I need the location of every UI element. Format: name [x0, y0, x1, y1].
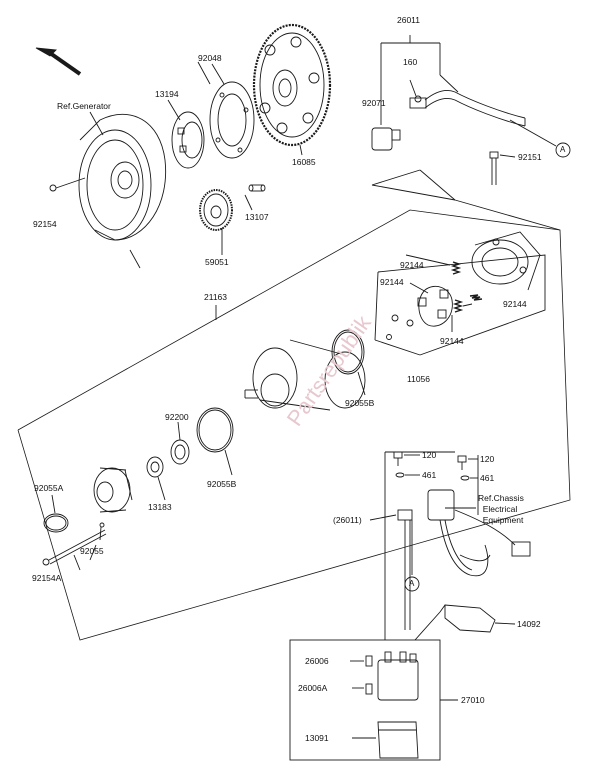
bolt-120-left [393, 451, 403, 466]
label-92151: 92151 [518, 152, 542, 162]
washer-461-right [460, 475, 470, 481]
label-92154a: 92154A [32, 573, 62, 583]
front-cover [93, 467, 133, 513]
label-92055b-top: 92055B [345, 398, 375, 408]
label-92154: 92154 [33, 219, 57, 229]
label-92055b-low: 92055B [207, 479, 237, 489]
cable-nut [414, 95, 422, 103]
label-11056: 11056 [407, 374, 431, 384]
label-26011: 26011 [397, 15, 421, 25]
brush-plate [386, 286, 453, 340]
idle-gear [199, 189, 233, 231]
label-120-right: 120 [480, 454, 495, 464]
clutch-ring [209, 81, 255, 159]
o-ring-92055a [43, 513, 69, 533]
starter-gear [252, 23, 332, 147]
label-92144-a: 92144 [400, 260, 424, 270]
fuse-26006a [365, 683, 373, 695]
label-27010: 27010 [461, 695, 485, 705]
generator-rotor [78, 113, 167, 241]
brush-springs [450, 261, 483, 313]
wiring-harness [427, 489, 531, 577]
label-16085: 16085 [292, 157, 316, 167]
reference-marker-a-top [555, 142, 571, 158]
label-92144-b: 92144 [380, 277, 404, 287]
starter-relay [377, 651, 419, 701]
label-120-left: 120 [422, 450, 437, 460]
label-92055: 92055 [80, 546, 104, 556]
label-92048: 92048 [198, 53, 222, 63]
label-92055a: 92055A [34, 483, 64, 493]
marker-a-bottom-label: A [409, 579, 415, 588]
idle-gear-shaft [248, 184, 266, 192]
ref-chassis-electrical-label: Ref.Chassis Electrical Equipment [478, 493, 524, 525]
washer-461-left [395, 472, 405, 478]
label-13091: 13091 [305, 733, 329, 743]
label-26006a: 26006A [298, 683, 328, 693]
o-ring-92055 [99, 522, 105, 528]
label-92200: 92200 [165, 412, 189, 422]
front-direction-arrow-icon [35, 47, 82, 76]
label-26011-paren: (26011) [333, 515, 362, 525]
label-92144-d: 92144 [440, 336, 464, 346]
label-461-right: 461 [480, 473, 495, 483]
relay-cable [397, 509, 413, 630]
thrust-washer [146, 456, 164, 478]
marker-a-top-label: A [560, 145, 566, 154]
washer-92200 [170, 439, 190, 465]
relay-cover [439, 604, 496, 633]
armature [244, 339, 366, 411]
label-21163: 21163 [204, 292, 228, 302]
label-13194: 13194 [155, 89, 179, 99]
battery-cable [409, 89, 526, 127]
o-ring-front [196, 407, 234, 453]
reference-marker-a-bottom [404, 576, 420, 592]
bolt-92151 [489, 151, 499, 185]
starter-clutch [171, 111, 205, 169]
label-13107: 13107 [245, 212, 269, 222]
label-14092: 14092 [517, 619, 541, 629]
ref-generator-label: Ref.Generator [57, 101, 111, 111]
label-13183: 13183 [148, 502, 172, 512]
relay-boot [377, 721, 419, 759]
o-ring-rear [331, 329, 365, 375]
fuse-26006 [365, 655, 373, 667]
label-92144-c: 92144 [503, 299, 527, 309]
label-92071: 92071 [362, 98, 386, 108]
label-59051: 59051 [205, 257, 229, 267]
label-461-left: 461 [422, 470, 437, 480]
terminal-boot [371, 127, 401, 151]
long-bolt [42, 529, 107, 566]
bolt-92154 [49, 177, 86, 192]
bolt-120-right [457, 455, 467, 470]
label-26006: 26006 [305, 656, 329, 666]
label-160: 160 [403, 57, 418, 67]
